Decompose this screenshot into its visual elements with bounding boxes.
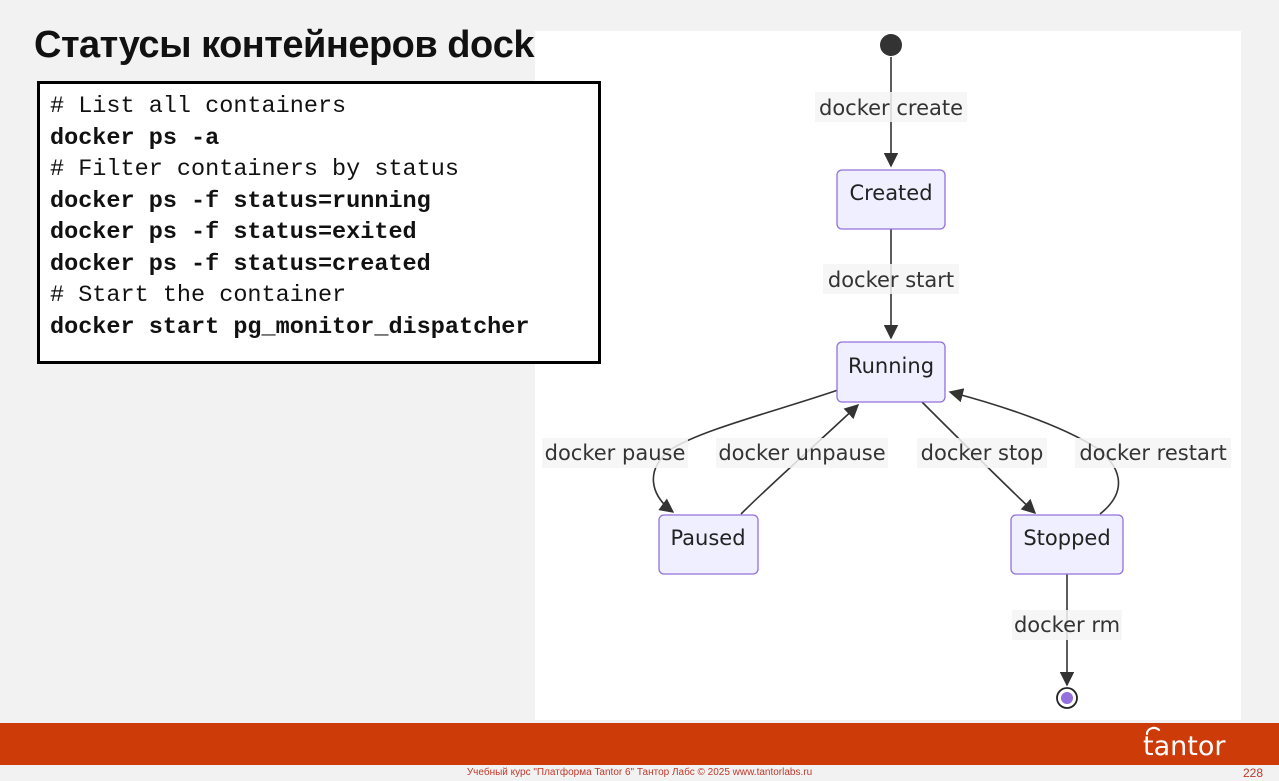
label-docker-create: docker create: [819, 96, 963, 120]
tantor-logo: tantor: [1143, 726, 1233, 762]
code-command-line: docker ps -f status=exited: [50, 219, 417, 246]
code-command-line: docker ps -f status=created: [50, 250, 431, 278]
code-comment-line: # Start the container: [50, 282, 347, 309]
start-node: [880, 34, 902, 56]
state-running-label: Running: [848, 354, 934, 378]
state-running: Running: [836, 341, 946, 403]
state-paused: Paused: [658, 514, 759, 575]
footer-band: [0, 723, 1279, 765]
end-node: [1056, 687, 1078, 709]
state-created-label: Created: [849, 181, 932, 205]
label-docker-stop: docker stop: [921, 441, 1044, 465]
label-docker-unpause: docker unpause: [718, 441, 885, 465]
label-docker-pause: docker pause: [545, 441, 686, 465]
label-docker-restart: docker restart: [1079, 441, 1226, 465]
code-command-line: docker start pg_monitor_dispatcher: [50, 313, 530, 341]
label-docker-start: docker start: [828, 268, 954, 292]
code-command-line: docker ps -f status=running: [50, 187, 431, 215]
tantor-logo-mark: tantor: [1143, 726, 1226, 762]
footer-course-text: Учебный курс "Платформа Tantor 6" Тантор…: [466, 767, 813, 778]
state-stopped: Stopped: [1010, 514, 1124, 575]
page-title: Статусы контейнеров docker: [34, 24, 569, 66]
code-comment-line: # List all containers: [50, 93, 347, 120]
state-paused-label: Paused: [670, 526, 745, 550]
page-number: 228: [1242, 766, 1263, 780]
state-stopped-label: Stopped: [1023, 526, 1110, 550]
code-command-line: docker ps -a: [50, 124, 220, 152]
state-created: Created: [836, 169, 946, 230]
label-docker-rm: docker rm: [1014, 613, 1120, 637]
code-block: # List all containers docker ps -a # Filte…: [37, 81, 601, 364]
code-comment-line: # Filter containers by status: [50, 156, 459, 183]
tantor-logo-text: tantor: [1143, 731, 1226, 762]
